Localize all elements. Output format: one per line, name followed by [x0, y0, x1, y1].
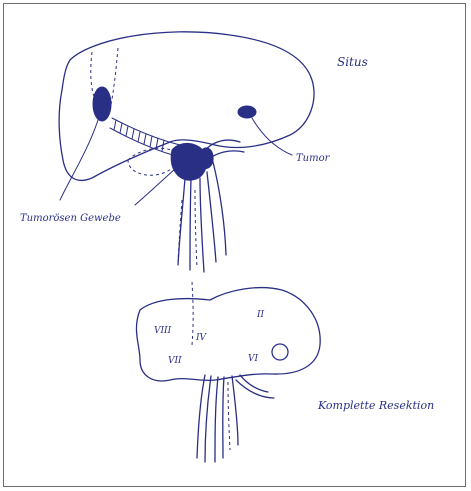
round-lesion: [272, 344, 288, 360]
hilar-tumor-mass: [171, 143, 206, 180]
annotation-complete-resection: Komplette Resektion: [317, 399, 434, 412]
annotation-tumor-tissue: Tumorösen Gewebe: [20, 213, 121, 224]
segment-label-vii: VII: [168, 356, 182, 366]
tumor-nodule-right: [238, 106, 256, 118]
liver-fissure-dashed: [91, 52, 95, 100]
gallbladder: [128, 148, 178, 175]
segment-label-viii: VIII: [154, 326, 172, 336]
segment-label-ii: II: [256, 310, 265, 320]
annotation-situs: Situs: [337, 55, 368, 69]
segment-label-vi: VI: [248, 354, 258, 364]
leader-line-left: [60, 120, 98, 200]
hilar-tumor-secondary: [202, 148, 213, 168]
segment-boundary: [192, 282, 193, 345]
vessel-dashes-bottom: [228, 382, 230, 450]
tumor-nodule-left: [93, 87, 111, 121]
annotation-tumor: Tumor: [296, 153, 331, 164]
liver-bottom-drawing: [136, 282, 320, 462]
liver-top-drawing: [59, 32, 314, 272]
hatch-marks: [114, 120, 164, 151]
segment-label-iv: IV: [195, 333, 208, 343]
vessel-bundle-bottom: [197, 375, 274, 462]
